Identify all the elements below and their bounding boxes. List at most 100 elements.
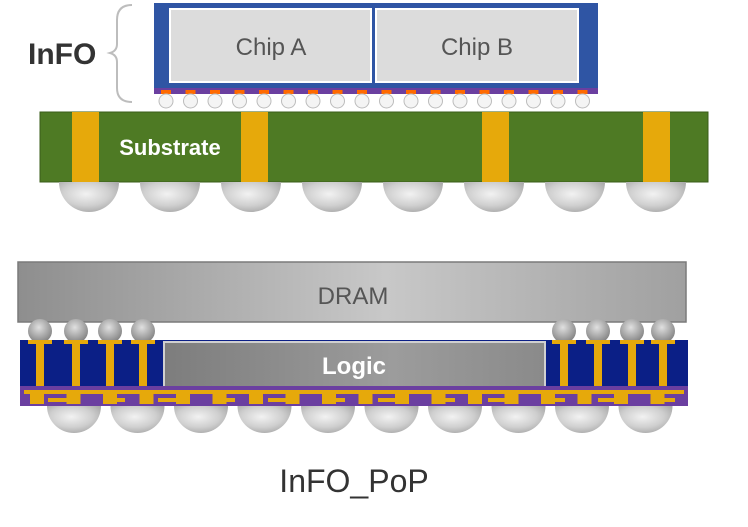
tiv	[139, 342, 147, 386]
rdl-via	[30, 394, 44, 404]
rdl-segment	[323, 398, 345, 402]
micro-bump	[403, 93, 419, 109]
pop-ball	[28, 319, 52, 343]
rdl-via	[176, 394, 190, 404]
pop-bga-balls	[47, 406, 673, 433]
micro-bump-pad	[283, 90, 294, 94]
rdl-via	[614, 394, 628, 404]
micro-bump	[256, 93, 272, 109]
micro-bump	[501, 93, 517, 109]
logic-label: Logic	[322, 353, 386, 380]
substrate-via	[643, 112, 670, 182]
pop-rdl-traces	[24, 390, 684, 404]
rdl-segment	[48, 398, 70, 402]
micro-bump	[477, 93, 492, 109]
substrate	[39, 111, 709, 183]
bga-ball	[428, 406, 482, 433]
rdl-segment	[213, 398, 235, 402]
micro-bump-pad	[210, 90, 220, 94]
info-rdl-layer	[154, 88, 598, 94]
bga-ball	[140, 182, 200, 212]
tiv	[628, 342, 636, 386]
micro-bump-pad	[504, 90, 514, 94]
micro-bump-pad	[234, 90, 245, 94]
micro-bump	[183, 93, 198, 109]
rdl-via	[358, 394, 373, 404]
bga-ball	[110, 406, 165, 433]
micro-bump-pad	[479, 90, 490, 94]
tiv	[36, 342, 44, 386]
micro-bump	[550, 93, 566, 109]
bga-ball	[383, 182, 443, 212]
micro-bump-pad	[553, 90, 563, 94]
micro-bump	[379, 93, 394, 109]
micro-bump	[158, 93, 174, 109]
pop-ball	[620, 319, 644, 343]
rdl-segment	[378, 398, 400, 402]
rdl-via	[249, 394, 263, 404]
substrate-label: Substrate	[119, 135, 220, 160]
micro-bump-pad	[528, 90, 539, 94]
tiv	[594, 342, 602, 386]
bga-ball	[555, 406, 609, 433]
micro-bump	[452, 93, 468, 109]
rdl-segment	[543, 398, 565, 402]
rdl-trace	[24, 390, 684, 394]
pop-ball	[552, 319, 576, 343]
bga-ball	[545, 182, 605, 212]
micro-bump-pad	[577, 90, 588, 94]
micro-bump	[428, 93, 443, 109]
bga-ball	[626, 182, 686, 212]
micro-bump-pad	[455, 90, 465, 94]
micro-bump-pad	[259, 90, 269, 94]
info-bracket	[106, 4, 133, 103]
logic-die	[163, 341, 546, 389]
rdl-via	[139, 394, 154, 404]
bga-ball	[364, 406, 419, 433]
rdl-segment	[598, 398, 620, 402]
dram-die	[17, 261, 687, 323]
substrate-via	[72, 112, 99, 182]
through-info-vias	[28, 340, 675, 386]
micro-bump-pad	[357, 90, 367, 94]
rdl-via	[66, 394, 81, 404]
micro-bump	[207, 93, 223, 109]
info-bga-balls	[59, 182, 686, 212]
pop-ball	[651, 319, 675, 343]
info-label: InFO	[28, 38, 96, 71]
bga-ball	[491, 406, 546, 433]
pop-ball	[131, 319, 155, 343]
micro-bump	[354, 93, 370, 109]
micro-bump	[232, 93, 247, 109]
pop-ball	[586, 319, 610, 343]
micro-bump-pad	[406, 90, 416, 94]
dram-label: DRAM	[318, 283, 389, 310]
bga-ball	[59, 182, 119, 212]
micro-bump	[526, 93, 541, 109]
micro-bump	[281, 93, 296, 109]
rdl-segment	[158, 398, 180, 402]
pop-interconnect-balls	[28, 319, 675, 343]
tiv	[659, 342, 667, 386]
bga-ball	[237, 406, 292, 433]
rdl-segment	[268, 398, 290, 402]
info-micro-bumps	[158, 90, 590, 109]
rdl-via	[395, 394, 409, 404]
tiv	[72, 342, 80, 386]
chip-a	[169, 8, 372, 83]
pop-ball	[64, 319, 88, 343]
micro-bump-pad	[308, 90, 318, 94]
rdl-segment	[488, 398, 510, 402]
pop-title: InFO_PoP	[279, 463, 428, 499]
tiv	[106, 342, 114, 386]
micro-bump-pad	[430, 90, 441, 94]
rdl-segment	[433, 398, 455, 402]
rdl-via	[468, 394, 482, 404]
rdl-via	[504, 394, 519, 404]
substrate-via	[241, 112, 268, 182]
chip-a-label: Chip A	[236, 34, 307, 61]
bga-ball	[464, 182, 524, 212]
micro-bump-pad	[332, 90, 343, 94]
rdl-via	[577, 394, 592, 404]
